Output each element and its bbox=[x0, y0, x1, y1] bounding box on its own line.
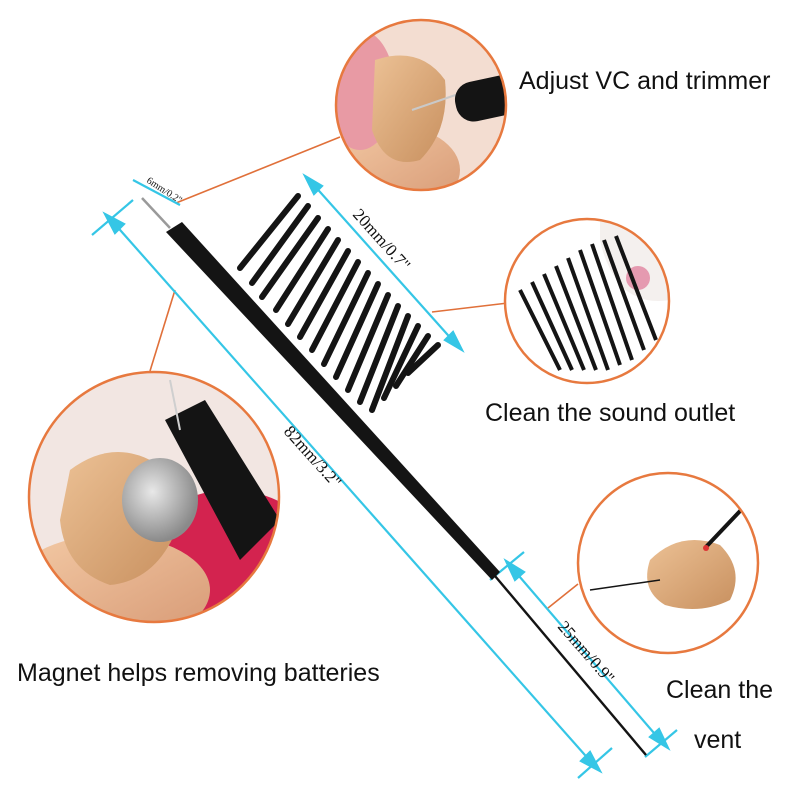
leader-vent bbox=[547, 583, 579, 609]
vent-wire bbox=[494, 575, 647, 756]
dim-brush-arrow-start bbox=[302, 173, 324, 196]
dim-brush-arrow-end bbox=[443, 330, 465, 353]
dim-total-line bbox=[112, 221, 593, 764]
leader-right bbox=[431, 302, 509, 313]
caption-sound-outlet: Clean the sound outlet bbox=[485, 399, 736, 427]
photo-adjust-vc bbox=[334, 18, 508, 192]
dim-wire-arrow-end bbox=[648, 727, 671, 751]
leader-top bbox=[175, 136, 341, 204]
caption-adjust-vc: Adjust VC and trimmer bbox=[519, 67, 771, 95]
leader-lines bbox=[149, 136, 579, 609]
photo-magnet bbox=[27, 370, 281, 624]
dim-wire-arrow-start bbox=[503, 558, 526, 582]
dim-total-tick-start bbox=[91, 199, 134, 236]
dim-total-label: 82mm/3.2" bbox=[280, 422, 345, 491]
brush-tool bbox=[141, 193, 647, 756]
dim-brush-line bbox=[311, 182, 456, 344]
dim-wire-tick-end bbox=[644, 729, 678, 758]
photo-sound-outlet bbox=[503, 217, 671, 385]
bristles bbox=[237, 193, 441, 413]
dimension-lines bbox=[91, 173, 678, 779]
brush-handle bbox=[166, 222, 500, 580]
caption-vent-line2: vent bbox=[694, 726, 742, 754]
dim-total-tick-end bbox=[577, 747, 613, 779]
caption-vent-line1: Clean the bbox=[666, 676, 774, 704]
dim-wire-line bbox=[512, 568, 661, 741]
photo-vent bbox=[576, 471, 760, 655]
leader-left bbox=[149, 289, 176, 372]
metal-tip bbox=[141, 197, 171, 229]
dim-tip-label: 6mm/0.2" bbox=[144, 175, 183, 206]
caption-magnet: Magnet helps removing batteries bbox=[17, 659, 380, 687]
dim-tip-line bbox=[132, 179, 181, 206]
